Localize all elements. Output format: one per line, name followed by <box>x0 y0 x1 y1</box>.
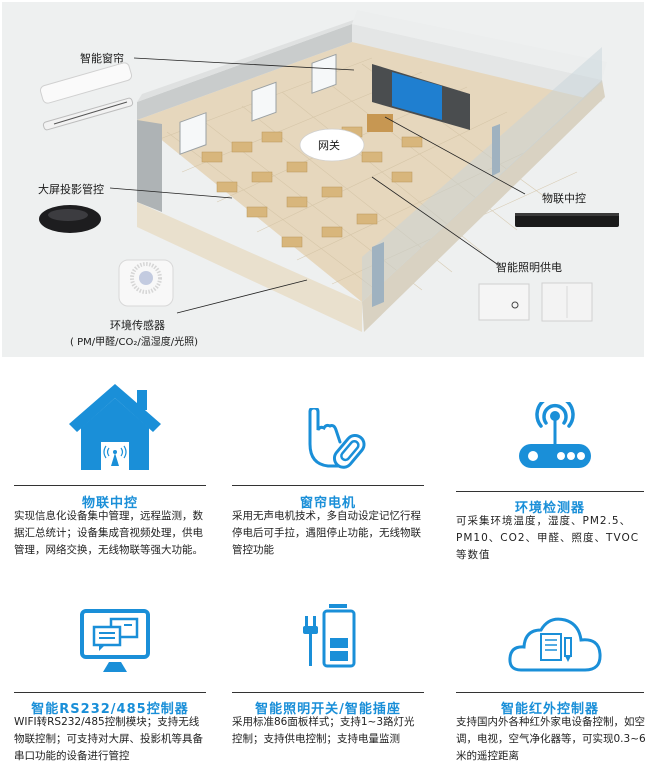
label-projector-control: 大屏投影管控 <box>38 183 104 196</box>
label-gateway: 网关 <box>318 139 340 152</box>
divider <box>456 491 644 492</box>
divider <box>14 692 206 693</box>
classroom-diagram: 智能窗帘 网关 大屏投影管控 物联中控 智能照明供电 环境传感器 ( PM/甲醛… <box>2 2 644 357</box>
feature-title: 智能红外控制器 <box>500 702 599 717</box>
feature-title: 智能照明开关/智能插座 <box>255 702 401 717</box>
router-signal-icon <box>450 402 646 476</box>
feature-title: 智能RS232/485控制器 <box>31 702 189 717</box>
monitor-chat-icon <box>10 608 220 672</box>
feature-desc: 采用无声电机技术，多自动设定记忆行程 停电后可手拉，遇阻停止功能，无线物联管控功… <box>232 510 421 556</box>
label-smart-lighting: 智能照明供电 <box>496 261 562 274</box>
feature-desc: 采用标准86面板样式；支持1~3路灯光控制；支持供电控制；支持电量监测 <box>232 716 415 745</box>
feature-title: 物联中控 <box>81 496 138 511</box>
feature-desc: 可采集环境温度，湿度、PM2.5、PM10、CO2、甲醛、照度、TVOC等数值 <box>456 515 640 561</box>
cloud-document-icon <box>450 614 646 674</box>
plug-battery-icon <box>228 602 438 668</box>
label-env-sensor: 环境传感器 <box>110 319 165 332</box>
divider <box>456 692 644 693</box>
divider <box>14 485 206 486</box>
curtain-motor-product <box>39 62 134 131</box>
label-iot-hub: 物联中控 <box>542 192 586 205</box>
hand-paperclip-icon <box>228 408 438 478</box>
label-smart-curtain: 智能窗帘 <box>80 52 124 65</box>
feature-desc: 实现信息化设备集中管理，远程监测，数据汇总统计；设备集成音视频处理，供电管理，网… <box>14 510 203 556</box>
classroom-illustration <box>39 10 619 332</box>
label-env-sensor-params: ( PM/甲醛/CO₂/温湿度/光照) <box>70 337 198 348</box>
feature-title: 环境检测器 <box>514 501 585 516</box>
feature-desc: 支持国内外各种红外家电设备控制，如空调，电视，空气净化器等，可实现0.3~6米的… <box>456 716 646 762</box>
house-wifi-icon <box>10 380 220 472</box>
feature-desc: WIFI转RS232/485控制模块；支持无线物联控制；可支持对大屏、投影机等具… <box>14 716 203 762</box>
feature-title: 窗帘电机 <box>299 496 356 511</box>
divider <box>232 692 424 693</box>
divider <box>232 485 424 486</box>
